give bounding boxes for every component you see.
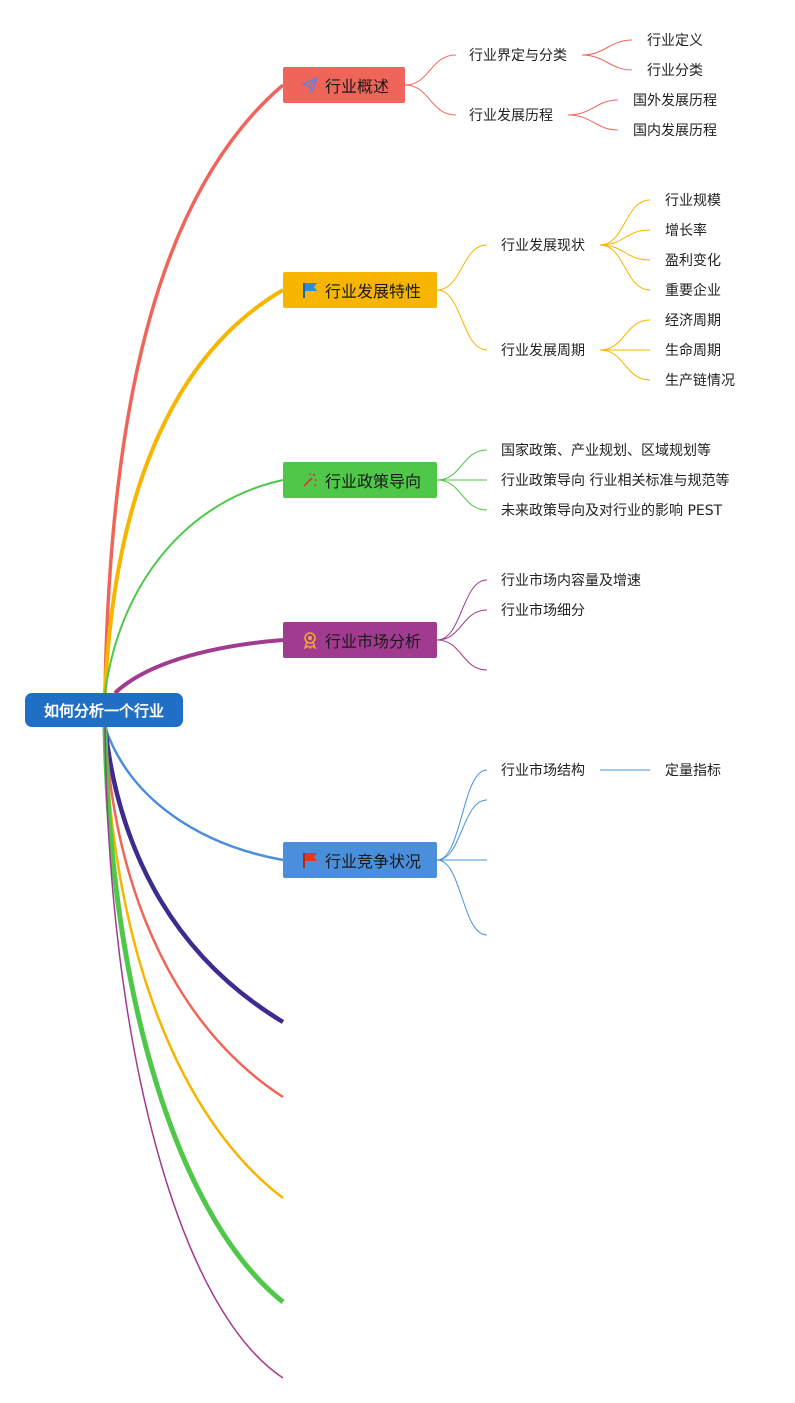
subtopic-b5-1[interactable]: 行业市场结构 — [501, 763, 585, 779]
leaf-b2-1-1[interactable]: 行业规模 — [665, 193, 721, 209]
red-flag-icon — [301, 851, 319, 869]
connector-b4-s2 — [436, 609, 488, 641]
leaf-b2-1-3[interactable]: 盈利变化 — [665, 253, 721, 269]
connector-root-extra-3 — [103, 726, 284, 1199]
connector-root-extra-4 — [102, 726, 285, 1304]
subtopic-b1-2[interactable]: 行业发展历程 — [469, 108, 553, 124]
connector-root-b2 — [103, 288, 285, 694]
branch-label: 行业竞争状况 — [325, 852, 422, 871]
leaf-b5-1-1[interactable]: 定量指标 — [665, 763, 721, 779]
connector-b4-s3 — [436, 639, 488, 671]
connector-b2-s1-l2 — [599, 229, 651, 246]
leaf-b1-1-2[interactable]: 行业分类 — [647, 63, 703, 79]
connector-b5-s2 — [436, 799, 488, 861]
subtopic-b3-2[interactable]: 行业政策导向 行业相关标准与规范等 — [501, 473, 730, 489]
leaf-b2-1-2[interactable]: 增长率 — [665, 223, 707, 239]
branch-label: 行业政策导向 — [325, 472, 422, 491]
branch-label: 行业概述 — [325, 77, 390, 96]
award-icon — [301, 631, 319, 649]
connector-b5-s1 — [436, 769, 488, 861]
connector-b1-s1 — [404, 54, 457, 86]
connector-root-b3 — [104, 479, 284, 694]
connector-b2-s2-l1 — [599, 319, 651, 351]
leaf-b2-1-4[interactable]: 重要企业 — [665, 283, 721, 299]
subtopic-b1-1[interactable]: 行业界定与分类 — [469, 48, 567, 64]
connector-root-extra-2 — [103, 726, 284, 1099]
flag-icon — [301, 281, 319, 299]
branch-label: 行业发展特性 — [325, 282, 422, 301]
subtopic-b2-1[interactable]: 行业发展现状 — [501, 238, 585, 254]
connector-b1-s2 — [404, 84, 457, 116]
root-label: 如何分析一个行业 — [43, 701, 164, 720]
branch-label: 行业市场分析 — [325, 632, 422, 651]
connector-root-b5 — [103, 726, 284, 862]
connector-b2-s1-l4 — [599, 244, 651, 291]
sparkles-icon — [301, 471, 319, 489]
connector-b4-s1 — [436, 579, 488, 641]
connector-b3-s3 — [436, 479, 488, 511]
subtopic-b4-1[interactable]: 行业市场内容量及增速 — [501, 573, 641, 589]
root-node[interactable]: 如何分析一个行业 — [25, 693, 183, 727]
connector-b2-s2 — [436, 289, 488, 351]
leaf-b2-2-1[interactable]: 经济周期 — [665, 313, 721, 329]
subtopic-b4-2[interactable]: 行业市场细分 — [501, 603, 585, 619]
leaf-b1-2-2[interactable]: 国内发展历程 — [633, 123, 717, 139]
connector-b1-s2-l1 — [567, 99, 619, 116]
leaf-b2-2-3[interactable]: 生产链情况 — [665, 373, 735, 389]
leaf-b1-2-1[interactable]: 国外发展历程 — [633, 93, 717, 109]
connector-b2-s1 — [436, 244, 488, 291]
branch-node-overview[interactable]: 行业概述 — [283, 67, 405, 103]
connector-root-b4 — [113, 638, 284, 695]
subtopic-b2-2[interactable]: 行业发展周期 — [501, 343, 585, 359]
paper-plane-icon — [301, 76, 319, 94]
connector-b2-s2-l3 — [599, 349, 651, 381]
connector-b5-s4 — [436, 859, 488, 936]
connector-root-extra-1 — [102, 726, 285, 1024]
branch-node-competition[interactable]: 行业竞争状况 — [283, 842, 437, 878]
leaf-b1-1-1[interactable]: 行业定义 — [647, 33, 703, 49]
connector-b1-s1-l1 — [581, 39, 633, 56]
branch-node-policy[interactable]: 行业政策导向 — [283, 462, 437, 498]
connector-b1-s2-l2 — [567, 114, 619, 131]
subtopic-b3-1[interactable]: 国家政策、产业规划、区域规划等 — [501, 443, 711, 459]
connector-root-extra-5 — [104, 726, 284, 1379]
leaf-b2-2-2[interactable]: 生命周期 — [665, 343, 721, 359]
connector-b1-s1-l2 — [581, 54, 633, 71]
subtopic-b3-3[interactable]: 未来政策导向及对行业的影响 PEST — [501, 503, 723, 519]
branch-node-characteristics[interactable]: 行业发展特性 — [283, 272, 437, 308]
connector-b3-s1 — [436, 449, 488, 481]
connector-b2-s1-l3 — [599, 244, 651, 261]
connector-b2-s1-l1 — [599, 199, 651, 246]
branch-node-market[interactable]: 行业市场分析 — [283, 622, 437, 658]
connector-root-b1 — [103, 83, 285, 694]
